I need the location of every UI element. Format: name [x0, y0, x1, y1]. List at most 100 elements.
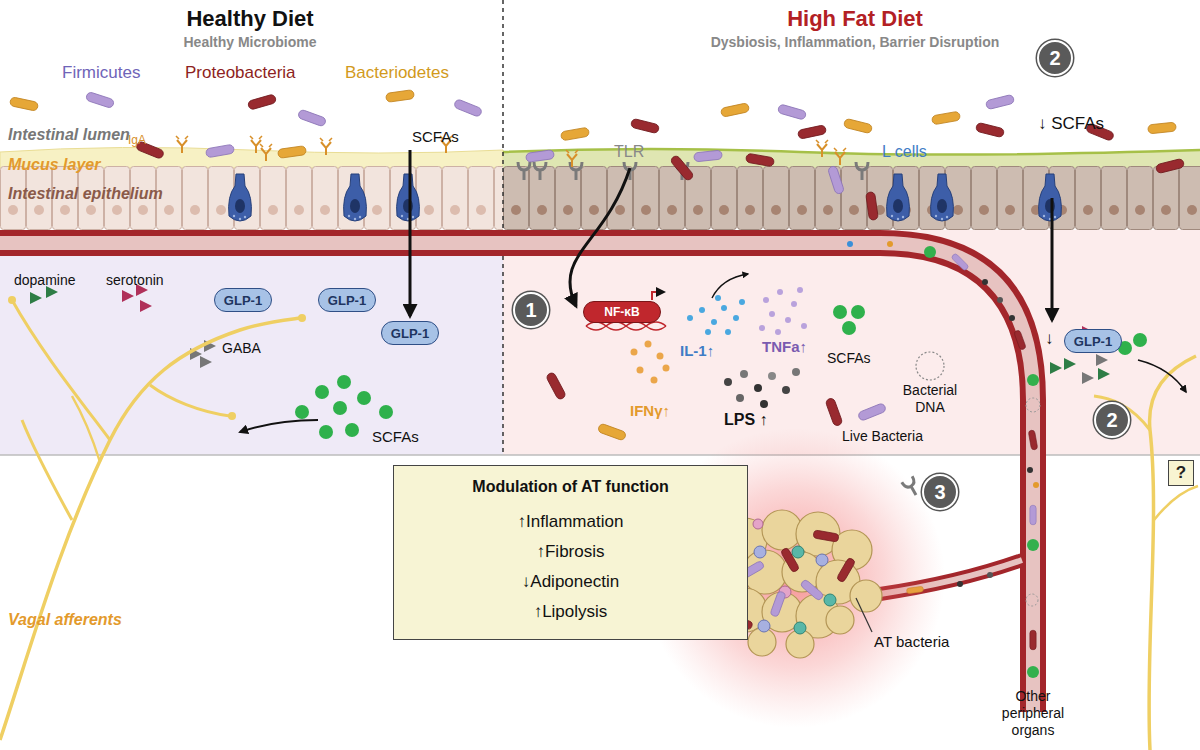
effect-item: ↑Lipolysis — [534, 602, 608, 622]
vagal-nerve — [228, 412, 236, 420]
vessel-particles — [887, 241, 893, 247]
vagal-nerve — [150, 385, 230, 416]
iga-antibody — [566, 150, 578, 167]
scfa-molecules — [337, 375, 351, 389]
l-cells — [229, 174, 1062, 221]
lumen-bacteria — [670, 154, 695, 181]
lumen-bacteria — [386, 90, 415, 103]
transcription-factor-pill: NF-κB — [583, 301, 661, 323]
effect-item: ↓Adiponectin — [522, 572, 619, 592]
bacteria-label: AT bacteria — [874, 633, 949, 651]
scfa-molecules — [295, 305, 1147, 439]
adipose-tissue — [753, 519, 763, 529]
iga-antibody — [834, 148, 846, 165]
adipose-tissue — [850, 580, 882, 612]
intestinal-epithelium — [0, 166, 503, 230]
vessel-particles — [847, 241, 853, 247]
panel-heading: High Fat Diet — [695, 6, 1015, 32]
cytokine-dots — [775, 329, 781, 335]
adipose-tissue — [836, 557, 856, 583]
neurotransmitters — [1098, 368, 1110, 380]
cytokine-dots — [801, 323, 807, 329]
mucus-layer — [503, 149, 1200, 155]
question-box: ? — [1168, 460, 1194, 486]
vagal-nerve — [72, 396, 100, 462]
flow-arrows — [409, 150, 412, 316]
tissue-background — [0, 230, 503, 455]
tlr-receptor — [518, 162, 530, 180]
neurotransmitters — [1082, 372, 1094, 384]
flow-arrows — [712, 274, 748, 298]
neurotransmitters — [30, 284, 1110, 384]
iga-antibody — [176, 136, 188, 153]
panel-subheading: Dysbiosis, Inflammation, Barrier Disrupt… — [595, 34, 1115, 51]
vagal-nerve — [22, 420, 72, 520]
vessel-particles — [924, 246, 936, 258]
cytokine-dots — [791, 301, 797, 307]
lumen-bacteria — [694, 150, 723, 162]
lumen-bacteria — [85, 91, 114, 108]
lumen-bacteria — [866, 192, 879, 221]
phylum-label: Firmicutes — [62, 63, 140, 83]
glp1-pill: GLP-1 — [381, 321, 439, 345]
neurotransmitter-label: serotonin — [106, 272, 164, 289]
phylum-label: Proteobacteria — [185, 63, 296, 83]
lumen-bacteria — [745, 153, 774, 167]
vessel-particles — [1030, 505, 1036, 525]
neurotransmitter-label: GABA — [222, 340, 261, 357]
effect-item: ↑Inflammation — [518, 512, 624, 532]
scfa-molecules — [379, 405, 393, 419]
nerve-label: Vagal afferents — [8, 610, 122, 629]
cytokine-dots — [631, 349, 638, 356]
l-cells — [397, 174, 420, 221]
lumen-bacteria — [247, 94, 276, 110]
phylum-label: Bacteriodetes — [345, 63, 449, 83]
adipose-tissue — [826, 606, 854, 634]
vagal-nerve — [1154, 486, 1198, 520]
cytokine-dots — [736, 394, 744, 402]
scfa-molecules — [842, 321, 856, 335]
neurotransmitters — [122, 290, 134, 302]
mucus-layer — [503, 149, 1200, 168]
lamina-propria-bacteria — [545, 352, 944, 441]
cytokine-dots — [759, 325, 765, 331]
lumen-bacteria — [297, 109, 326, 127]
lumen-bacteria — [205, 144, 234, 158]
flow-arrows — [240, 420, 318, 432]
vessel-particles — [1014, 330, 1027, 351]
nfkb-dna — [652, 292, 664, 300]
dna-label: Bacterial DNA — [894, 382, 966, 416]
cytokine-dots — [760, 400, 768, 408]
vagal-nerve — [12, 300, 110, 440]
scfa-molecules — [851, 305, 865, 319]
callout-number: 3 — [922, 474, 958, 510]
adipose-tissue — [770, 591, 786, 617]
adipose-tissue — [800, 579, 825, 601]
cytokine-dots — [651, 377, 658, 384]
cytokine-dots — [721, 305, 727, 311]
adipose-tissue — [816, 554, 828, 566]
vessel-particles — [1026, 398, 1040, 412]
cytokine-dots — [637, 367, 644, 374]
cytokine-dots — [739, 299, 745, 305]
cytokine-dots — [792, 368, 800, 376]
cytokine-dots — [797, 287, 803, 293]
glp1-pill: GLP-1 — [318, 288, 376, 312]
tlr-receptor — [534, 162, 546, 180]
lumen-bacteria — [975, 122, 1004, 138]
cytokine-dots — [763, 297, 769, 303]
cytokine-dots — [663, 365, 670, 372]
node-text: GLP-1 — [391, 326, 429, 341]
cytokine-dots — [754, 384, 762, 392]
lamina-propria-bacteria — [597, 423, 626, 441]
cytokine-dots — [715, 295, 721, 301]
metabolite-label: SCFAs — [827, 350, 871, 367]
node-text: GLP-1 — [328, 293, 366, 308]
info-box: Modulation of AT function↑Inflammation↑F… — [393, 465, 748, 640]
iga-antibody — [320, 138, 332, 155]
scfa-molecules — [319, 425, 333, 439]
cytokine-label: IL-1↑ — [680, 342, 714, 360]
